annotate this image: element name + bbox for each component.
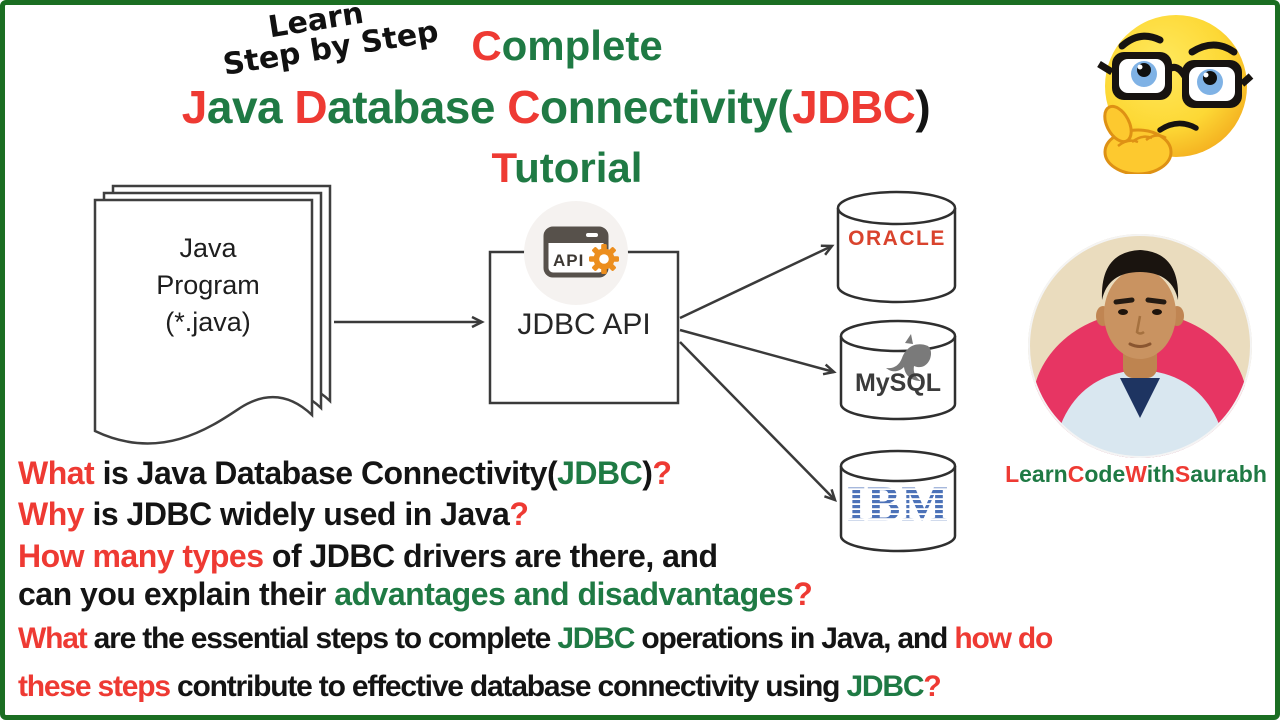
question-line-1: What is Java Database Connectivity(JDBC)… — [18, 455, 672, 491]
api-icon-label: API — [553, 251, 584, 270]
thinking-hand-icon — [1103, 104, 1173, 174]
oracle-database-cylinder — [836, 190, 957, 304]
channel-name: LearnCodeWithSaurabh — [1005, 461, 1267, 487]
mysql-dolphin-icon — [886, 334, 932, 381]
question-line-2: Why is JDBC widely used in Java? — [18, 496, 529, 532]
question-line-6: these steps contribute to effective data… — [18, 670, 942, 703]
subtitle-tutorial: Tutorial — [491, 144, 643, 191]
arrow-jdbc-to-oracle — [679, 244, 835, 320]
subtitle-complete: Complete — [471, 22, 663, 69]
question-line-3: How many types of JDBC drivers are there… — [18, 538, 718, 574]
ibm-database-cylinder — [839, 449, 957, 553]
arrow-jdbc-to-ibm — [679, 341, 837, 502]
ibm-logo: IBM — [847, 475, 950, 531]
java-program-line3: (*.java) — [165, 307, 251, 337]
thinking-emoji-icon — [1097, 15, 1254, 174]
java-program-line2: Program — [156, 270, 260, 300]
profile-avatar — [1028, 234, 1252, 458]
mysql-database-cylinder — [839, 319, 957, 421]
page-title: Java Database Connectivity(JDBC) — [181, 81, 931, 133]
question-line-5: What are the essential steps to complete… — [18, 622, 1053, 655]
oracle-logo: ORACLE — [848, 227, 946, 250]
mysql-logo: MySQL — [854, 369, 942, 397]
arrow-jdbc-to-mysql — [679, 328, 837, 376]
java-program-label: Java Program (*.java) — [112, 230, 304, 341]
question-line-4: can you explain their advantages and dis… — [18, 576, 813, 612]
jdbc-flow-diagram: API IBM — [93, 184, 957, 553]
java-program-line1: Java — [179, 233, 237, 263]
jdbc-api-label: JDBC API — [517, 308, 651, 341]
gear-icon — [589, 244, 619, 274]
java-program-document — [93, 184, 332, 445]
